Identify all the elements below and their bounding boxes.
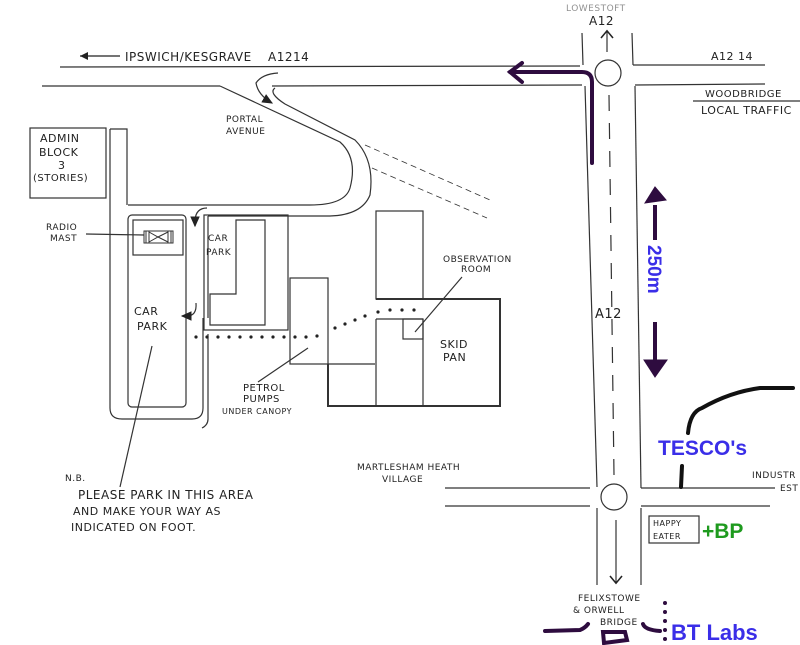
petrol-label-1: PETROL: [243, 383, 285, 394]
ipswich-arrowhead: [80, 52, 88, 60]
car-park-middle-outer: [203, 214, 289, 331]
car-park-middle-l: [209, 219, 266, 326]
martlesham-label-1: MARTLESHAM HEATH: [357, 463, 460, 473]
portal-avenue-east-edge: [208, 87, 372, 217]
petrol-label-3: UNDER CANOPY: [222, 407, 292, 416]
roundabout-north: [594, 59, 622, 87]
a1214-south-edge-east: [271, 84, 583, 87]
a12-east-edge-north: [631, 32, 634, 66]
radio-mast-leader: [85, 233, 145, 236]
car-park-middle-label-2: PARK: [206, 248, 232, 258]
petrol-leader: [257, 347, 309, 383]
track-dashed-1: [364, 144, 491, 201]
tesco-marker: [679, 386, 795, 489]
admin-label-2: BLOCK: [39, 146, 79, 159]
radio-mast-label-1: RADIO: [46, 223, 77, 233]
a1214-north-edge: [59, 65, 581, 68]
car-park-left: [127, 214, 187, 408]
note-leader: [119, 345, 153, 488]
bt-labs-marker: [543, 622, 662, 645]
bp-label: +BP: [702, 520, 743, 543]
portal-avenue-label-2: AVENUE: [226, 127, 265, 137]
observation-label-1: OBSERVATION: [443, 255, 512, 265]
main-building: [327, 298, 501, 407]
radio-mast-label-2: MAST: [50, 234, 77, 244]
car-park-left-label-1: CAR: [134, 305, 158, 318]
lowestoft-label: LOWESTOFT: [566, 4, 626, 14]
car-park-middle-label-1: CAR: [208, 234, 228, 244]
a12-west-edge: [584, 85, 598, 488]
petrol-canopy: [289, 277, 329, 365]
felixstowe-label-3: BRIDGE: [600, 618, 638, 628]
happy-eater-label-1: HAPPY: [653, 519, 681, 528]
radio-mast-compound: [132, 219, 184, 256]
local-traffic-label: LOCAL TRAFFIC: [701, 104, 792, 117]
industrial-label-2: EST: [780, 484, 798, 494]
service-road-outer: [109, 128, 204, 420]
driving-route: [506, 61, 594, 165]
portal-avenue-label-1: PORTAL: [226, 115, 263, 125]
admin-label-3: 3: [58, 159, 66, 172]
martlesham-label-2: VILLAGE: [382, 475, 423, 485]
observation-leader: [414, 276, 463, 333]
car-park-entry-arrow-top: [190, 207, 208, 228]
felixstowe-label-2: & ORWELL: [573, 606, 624, 616]
happy-eater-label-2: EATER: [653, 532, 681, 541]
a1214-east-south-edge: [634, 83, 766, 86]
woodbridge-label: WOODBRIDGE: [705, 89, 782, 100]
car-park-entry-arrow-left: [180, 302, 197, 321]
industrial-label-1: INDUSTR: [752, 471, 796, 481]
bt-labs-label: BT Labs: [671, 620, 758, 645]
a12-west-edge-north: [581, 32, 584, 66]
bt-labs-dots: [663, 601, 667, 641]
distance-label: 250m: [643, 245, 664, 294]
walking-route: [194, 308, 416, 339]
track-dashed-2: [371, 167, 488, 219]
felixstowe-label-1: FELIXSTOWE: [578, 594, 641, 604]
a12-centre-line: [608, 94, 615, 476]
skid-pan-label-2: PAN: [443, 351, 466, 364]
tesco-label: TESCO's: [658, 437, 747, 460]
car-park-left-label-2: PARK: [137, 320, 168, 333]
note-line-1: PLEASE PARK IN THIS AREA: [78, 488, 254, 502]
distance-arrow: [643, 186, 668, 378]
portal-avenue-west-edge: [128, 85, 353, 206]
petrol-label-2: PUMPS: [243, 394, 280, 405]
north-building: [375, 210, 424, 300]
a12-main-label: A12: [595, 307, 622, 322]
admin-label-4: (STORIES): [33, 173, 88, 184]
a12-east-edge: [634, 85, 642, 489]
note-nb: N.B.: [65, 474, 86, 484]
skid-pan-label-1: SKID: [440, 338, 468, 351]
roundabout-south: [600, 483, 628, 511]
a1214-label: A1214: [268, 50, 309, 64]
a1214-east-label: A12 14: [711, 50, 753, 63]
portal-entry-arrow: [255, 72, 279, 104]
note-line-2: AND MAKE YOUR WAY AS: [73, 505, 221, 518]
note-line-3: INDICATED ON FOOT.: [71, 521, 196, 534]
a12-north-label: A12: [589, 14, 614, 28]
admin-label-1: ADMIN: [40, 132, 79, 145]
observation-room: [402, 318, 424, 340]
admin-block: [29, 127, 107, 199]
service-road-lower: [201, 334, 209, 429]
ipswich-label: IPSWICH/KESGRAVE: [125, 50, 252, 64]
observation-label-2: ROOM: [461, 265, 491, 275]
happy-eater-box: [648, 515, 700, 544]
radio-mast-icon: [143, 230, 174, 244]
